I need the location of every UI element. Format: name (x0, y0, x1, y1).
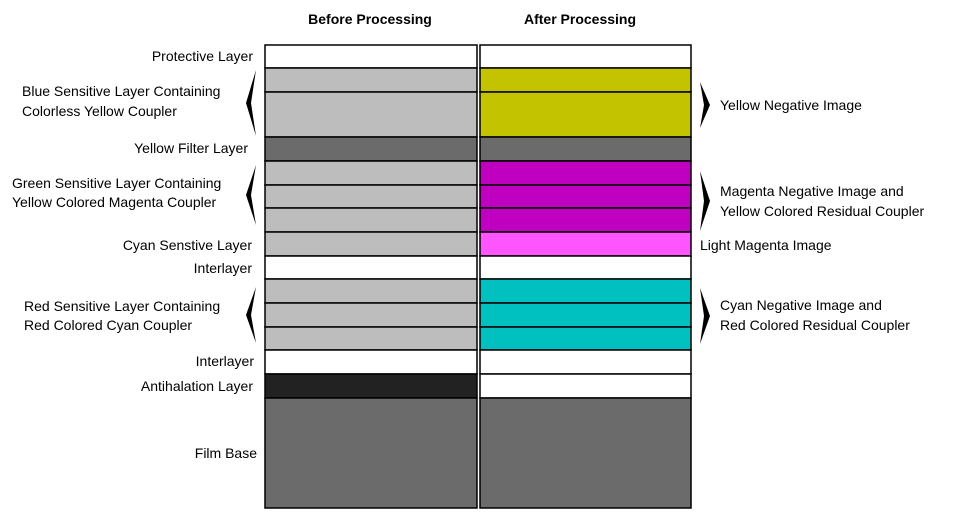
bracket-magenta-image (700, 171, 710, 231)
before-layer-red-2 (264, 302, 478, 328)
label-yellow-filter-layer: Yellow Filter Layer (134, 140, 248, 156)
label-blue-sensitive-layer-line2: Colorless Yellow Coupler (22, 103, 177, 119)
before-layer-green-3 (264, 207, 478, 233)
before-layer-red-3 (264, 326, 478, 351)
after-processing-column (479, 44, 692, 509)
after-layer-yellow-filter (479, 136, 692, 162)
label-blue-sensitive-layer-line1: Blue Sensitive Layer Containing (22, 83, 220, 99)
bracket-green-group (246, 165, 256, 225)
after-layer-green-2 (479, 184, 692, 209)
before-layer-green-1 (264, 160, 478, 186)
after-layer-green-3 (479, 207, 692, 233)
bracket-red-group (246, 287, 256, 343)
after-layer-red-2 (479, 302, 692, 328)
label-red-sensitive-layer-line1: Red Sensitive Layer Containing (24, 298, 220, 314)
before-layer-blue-2 (264, 91, 478, 138)
after-layer-blue-2 (479, 91, 692, 138)
before-layer-blue-1 (264, 67, 478, 93)
after-layer-cyan-sensitive (479, 231, 692, 257)
header-after-processing: After Processing (524, 11, 636, 27)
right-brackets (700, 82, 710, 344)
after-layer-red-1 (479, 278, 692, 304)
label-cyan-negative-image-line2: Red Colored Residual Coupler (720, 317, 910, 333)
label-magenta-negative-image-line1: Magenta Negative Image and (720, 183, 904, 199)
before-processing-column (264, 44, 478, 509)
after-layer-green-1 (479, 160, 692, 186)
before-layer-film-base (264, 397, 478, 509)
label-antihalation-layer: Antihalation Layer (141, 378, 253, 394)
before-layer-protective (264, 44, 478, 69)
left-labels: Protective Layer Blue Sensitive Layer Co… (12, 48, 257, 461)
label-light-magenta-image: Light Magenta Image (700, 237, 832, 253)
label-magenta-negative-image-line2: Yellow Colored Residual Coupler (720, 203, 924, 219)
label-green-sensitive-layer-line2: Yellow Colored Magenta Coupler (12, 194, 217, 210)
before-layer-green-2 (264, 184, 478, 209)
after-layer-red-3 (479, 326, 692, 351)
label-film-base: Film Base (195, 445, 257, 461)
right-labels: Yellow Negative Image Magenta Negative I… (700, 97, 924, 333)
after-layer-interlayer-2 (479, 349, 692, 375)
label-yellow-negative-image: Yellow Negative Image (720, 97, 862, 113)
before-layer-red-1 (264, 278, 478, 304)
label-interlayer-2: Interlayer (196, 353, 255, 369)
bracket-blue-group (246, 70, 256, 136)
after-layer-protective (479, 44, 692, 69)
label-green-sensitive-layer-line1: Green Sensitive Layer Containing (12, 175, 221, 191)
after-layer-antihalation (479, 373, 692, 399)
label-red-sensitive-layer-line2: Red Colored Cyan Coupler (24, 317, 192, 333)
before-layer-cyan-sensitive (264, 231, 478, 257)
label-interlayer-1: Interlayer (194, 260, 253, 276)
after-layer-blue-1 (479, 67, 692, 93)
after-layer-film-base (479, 397, 692, 509)
bracket-cyan-image (700, 288, 710, 344)
before-layer-yellow-filter (264, 136, 478, 162)
left-brackets (246, 70, 256, 343)
before-layer-interlayer-1 (264, 255, 478, 280)
label-protective-layer: Protective Layer (152, 48, 253, 64)
label-cyan-negative-image-line1: Cyan Negative Image and (720, 297, 882, 313)
before-layer-interlayer-2 (264, 349, 478, 375)
before-layer-antihalation (264, 373, 478, 399)
header-before-processing: Before Processing (308, 11, 432, 27)
after-layer-interlayer-1 (479, 255, 692, 280)
bracket-yellow-image (700, 82, 710, 128)
label-cyan-sensitive-layer: Cyan Senstive Layer (123, 237, 253, 253)
